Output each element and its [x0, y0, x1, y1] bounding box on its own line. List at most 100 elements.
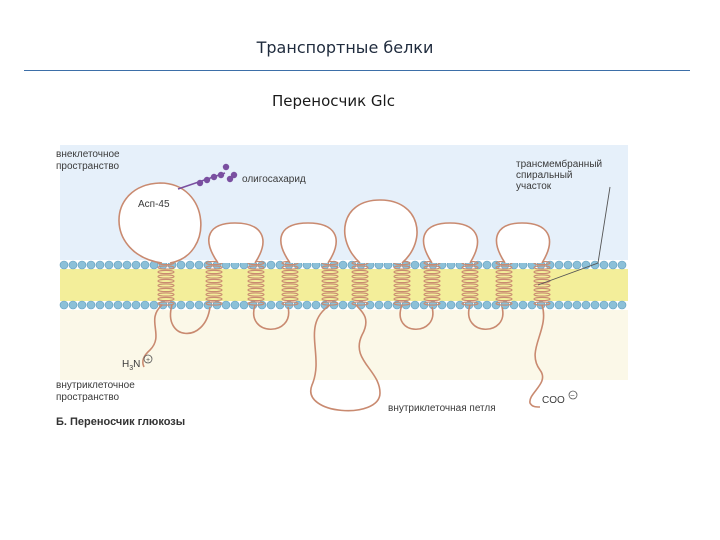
lipid-head: [131, 300, 141, 310]
intracellular-loop-a: [169, 304, 211, 335]
extracellular-loop-6: [495, 222, 551, 264]
lipid-head: [122, 260, 132, 270]
lipid-head: [572, 300, 582, 310]
intracellular-loop-d: [467, 304, 504, 330]
lipid-head: [599, 300, 609, 310]
label-tm-3: участок: [516, 181, 552, 192]
n-terminal-tail: [142, 304, 163, 368]
lipid-bilayer: [59, 260, 628, 310]
lipid-head: [95, 300, 105, 310]
helix-7: [393, 260, 411, 306]
lipid-head: [266, 300, 276, 310]
membrane-core: [60, 269, 628, 301]
label-asn45: Асп-45: [138, 199, 170, 210]
label-intracellular-loop: внутриклеточная петля: [388, 403, 496, 414]
oligosaccharide-chain: [177, 163, 238, 190]
lipid-head: [419, 260, 429, 270]
label-intracellular-2: пространство: [56, 392, 120, 403]
label-extracellular-1: внеклеточное: [56, 149, 120, 160]
lipid-head: [590, 300, 600, 310]
lipid-head: [266, 260, 276, 270]
figure-caption: Б. Переносчик глюкозы: [56, 416, 185, 428]
lipid-head: [68, 260, 78, 270]
intracellular-loops: [142, 304, 545, 412]
lipid-head: [491, 260, 501, 270]
lipid-head: [104, 300, 114, 310]
lipid-head: [410, 260, 420, 270]
lipid-head: [599, 260, 609, 270]
lipid-head: [113, 260, 123, 270]
svg-text:+: +: [146, 357, 150, 364]
lipid-head: [86, 300, 96, 310]
helix-11: [533, 260, 551, 306]
intracellular-loop-large: [310, 304, 381, 412]
lipid-head: [59, 300, 69, 310]
helix-4: [281, 260, 299, 306]
lipid-head: [563, 300, 573, 310]
lipid-head: [77, 260, 87, 270]
extracellular-loop-4: [344, 199, 418, 264]
lipid-head: [59, 260, 69, 270]
extracellular-loops: [118, 182, 551, 264]
lipid-head: [545, 260, 555, 270]
lipid-head: [554, 300, 564, 310]
helix-5: [321, 260, 339, 306]
slide-subtitle: Переносчик Glc: [272, 92, 395, 110]
lipid-head: [572, 260, 582, 270]
c-terminal-tail: [529, 304, 545, 408]
lipid-head: [302, 300, 312, 310]
lipid-head: [194, 300, 204, 310]
label-oligosaccharide: олигосахарид: [242, 174, 306, 185]
glucose-transporter-diagram: внеклеточное пространство олигосахарид А…: [50, 145, 630, 445]
helix-8: [423, 260, 441, 306]
lipid-head: [482, 260, 492, 270]
lipid-head: [554, 260, 564, 270]
lipid-head: [338, 300, 348, 310]
lipid-head: [68, 300, 78, 310]
c-terminus-label: COO −: [542, 390, 578, 406]
lipid-head: [383, 300, 393, 310]
lipid-head: [518, 300, 528, 310]
lipid-head: [176, 260, 186, 270]
lipid-head: [581, 300, 591, 310]
title-divider: [24, 70, 690, 71]
lipid-head: [194, 260, 204, 270]
svg-text:−: −: [570, 391, 575, 400]
lipid-head: [617, 300, 627, 310]
lipid-head: [140, 300, 150, 310]
svg-text:H3N: H3N: [122, 359, 140, 372]
lipid-head: [608, 260, 618, 270]
helix-2: [205, 260, 223, 306]
helix-1: [157, 260, 175, 306]
lipid-head: [149, 300, 159, 310]
extracellular-loop-5: [422, 222, 479, 264]
lipid-head: [338, 260, 348, 270]
svg-text:COO: COO: [542, 395, 565, 406]
lipid-head: [347, 260, 357, 270]
lipid-head: [239, 300, 249, 310]
label-intracellular-1: внутриклеточное: [56, 380, 135, 391]
lipid-head: [311, 300, 321, 310]
lipid-head: [221, 300, 231, 310]
intracellular-loop-c: [399, 304, 434, 330]
label-tm-1: трансмембранный: [516, 158, 602, 170]
label-tm-2: спиральный: [516, 170, 572, 181]
lipid-head: [77, 300, 87, 310]
extracellular-loop-3: [280, 222, 337, 264]
lipid-head: [482, 300, 492, 310]
lipid-head: [608, 300, 618, 310]
lipid-head: [95, 260, 105, 270]
slide-title: Транспортные белки: [256, 38, 434, 57]
lipid-heads-inner: [59, 300, 627, 310]
extracellular-loop-2: [208, 222, 264, 264]
lipid-head: [563, 260, 573, 270]
n-terminus-label: H3N +: [122, 354, 153, 372]
extracellular-loop-1: [118, 182, 202, 264]
helix-6: [351, 260, 369, 306]
lipid-head: [410, 300, 420, 310]
lipid-head: [617, 260, 627, 270]
lipid-head: [374, 300, 384, 310]
intracellular-loop-b: [252, 304, 290, 330]
lipid-head: [446, 300, 456, 310]
label-extracellular-2: пространство: [56, 161, 120, 172]
